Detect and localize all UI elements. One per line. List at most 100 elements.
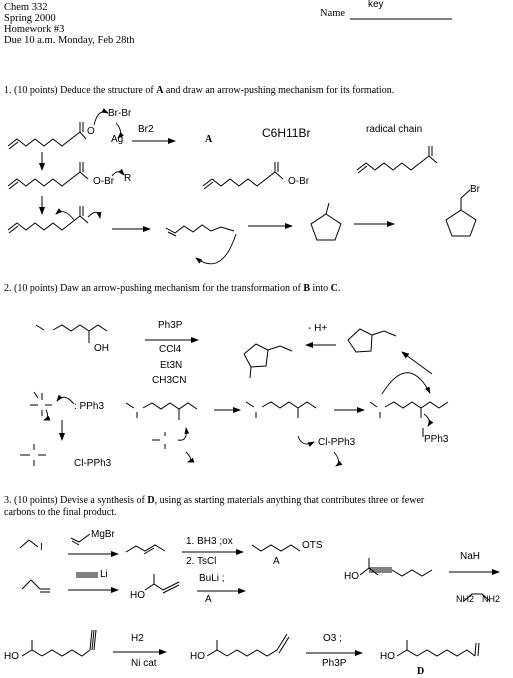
q2-ccl3-small <box>152 432 166 449</box>
q3-ho-alkyne: HO <box>344 571 359 582</box>
due-date: Due 10 a.m. Monday, Feb 28th <box>4 35 135 46</box>
q2-amino-alcohol-b <box>35 324 108 343</box>
q1-acyl-hypobromite-right <box>202 162 284 190</box>
q1-carboxylate-structure <box>7 122 87 150</box>
q3-prompt-line1: 3. (10 points) Devise a synthesis of D, … <box>4 495 425 506</box>
q1-product-chain <box>460 189 471 210</box>
q2-sn2-arrow <box>381 372 431 395</box>
q2-phosphine-attack-arrow <box>56 394 75 405</box>
q3-lithium: Li <box>100 569 108 580</box>
name-label: Name <box>320 8 346 19</box>
q1-prompt: 1. (10 points) Deduce the structure of A… <box>4 85 395 96</box>
q3-acetone <box>21 579 41 590</box>
q2-cyclization-product-arrow <box>401 351 433 375</box>
q2-oh-label: OH <box>94 343 109 354</box>
q3-butene <box>125 544 166 553</box>
q3-diamine <box>463 593 491 602</box>
q1-product-label: A <box>205 134 213 145</box>
q3-ni-cat: Ni cat <box>131 658 157 669</box>
q3-terminal-alkene <box>206 633 290 657</box>
q1-silver: Ag <box>111 134 124 145</box>
q2-minor-arrow <box>185 451 195 463</box>
q1-decarboxylation-arrow-1 <box>55 208 75 221</box>
q3-grignard: MgBr <box>91 529 115 540</box>
term: Spring 2000 <box>4 13 56 24</box>
q3-o3: O3 ; <box>323 633 342 644</box>
q2-pph3-bound: PPh3 <box>424 434 449 445</box>
q3-buli: BuLi ; <box>199 573 225 584</box>
q1-cyclopentyl-ring <box>310 213 342 241</box>
q1-carboxyl-radical-right <box>356 146 438 174</box>
q2-reagent-ph3p: Ph3P <box>158 320 183 331</box>
q1-bromide: Br <box>470 184 480 195</box>
q1-radical-r: R <box>124 173 132 184</box>
q2-pyrrolidine-c-chain <box>267 345 293 352</box>
q1-reagent: Br2 <box>138 124 154 135</box>
q2-minus-h: - H+ <box>308 323 328 334</box>
q3-vinyl-grignard <box>70 533 91 543</box>
q2-alkoxide-structure <box>245 401 317 418</box>
q3-ph3p: Ph3P <box>322 658 347 669</box>
q3-ho-aldehyde: HO <box>380 651 395 662</box>
q3-ho-terminal-alkyne: HO <box>4 651 19 662</box>
q1-acyl-hypobromite-structure <box>7 162 89 190</box>
q2-ccl3-anion <box>20 444 46 466</box>
q2-triphenylphosphine: : PPh3 <box>74 401 105 412</box>
q1-arrow-bromine-bond <box>115 122 125 139</box>
q2-pyrrolidine-c-ring <box>243 343 269 368</box>
course-name: Chem 332 <box>4 2 48 13</box>
q2-ccl-bond-arrow <box>43 409 51 421</box>
q2-ccl4-structure <box>30 391 52 416</box>
q3-butyl-tosylate-chain <box>251 544 301 552</box>
q2-pyrrolidine-c-methyl <box>249 366 252 379</box>
q1-oxygen-anion: O <box>87 126 95 137</box>
q3-internal-alkyne <box>359 558 433 577</box>
q1-bromine: Br-Br <box>108 108 132 119</box>
q1-obr-right: O-Br <box>288 176 310 187</box>
q2-reagent-ccl4: CCl4 <box>159 344 182 355</box>
q1-product-ring <box>445 209 477 237</box>
q1-cyclopentyl-methyl-bond <box>325 202 330 215</box>
q2-reagent-et3n: Et3N <box>160 360 183 371</box>
q2-deprotonate-oh-arrow <box>177 427 190 441</box>
q2-pyrrolidinium-chain <box>371 330 397 337</box>
q2-reagent-ch3cn: CH3CN <box>152 375 187 386</box>
q3-ots: OTS <box>302 540 323 551</box>
q2-oxyphosphonium-structure <box>369 401 449 418</box>
q1-radical-chain-label: radical chain <box>366 124 423 135</box>
q3-iodide: I <box>40 542 43 553</box>
q3-aldehyde-d <box>396 640 480 657</box>
q3-ho-alkene: HO <box>190 651 205 662</box>
q1-carboxyl-radical-structure <box>7 206 89 234</box>
q3-vinyl-double-bond <box>71 540 80 546</box>
name-value: key <box>368 0 384 10</box>
q3-d-label: D <box>417 666 425 677</box>
q1-decarboxylation-arrow-2 <box>87 211 102 219</box>
q3-step2: 2. TsCl <box>186 556 217 567</box>
q3-nh2-right: NH2 <box>482 594 501 604</box>
q3-terminal-alkyne <box>21 629 97 657</box>
q3-nah: NaH <box>460 551 481 562</box>
q1-radical-arrow <box>111 168 125 177</box>
q1-cyclization-arrow <box>195 233 237 265</box>
q3-propargyl-alcohol <box>144 574 180 594</box>
q3-butene-double-bond <box>143 547 155 555</box>
q2-prompt: 2. (10 points) Daw an arrow-pushing mech… <box>4 283 341 294</box>
q3-buli-a: A <box>205 594 212 605</box>
q3-a-label: A <box>273 556 280 567</box>
q2-amino-alcohol-mid-left <box>125 402 198 420</box>
q3-ho-left: HO <box>130 590 145 601</box>
q2-cl-pph3-mid: Cl-PPh3 <box>318 437 356 448</box>
q3-ethyl-iodide <box>19 539 39 549</box>
q2-co-bond-arrow <box>423 413 434 427</box>
q3-nh2-left: NH2 <box>456 594 475 604</box>
q3-prompt-line2: carbons to the final product. <box>4 507 117 518</box>
assignment-title: Homework #3 <box>4 24 65 35</box>
q2-alkoxide-attack-arrow <box>297 435 315 447</box>
q2-chloride-leaving-arrow <box>333 451 343 467</box>
q3-h2: H2 <box>131 633 144 644</box>
q2-cl-pph3-left: Cl-PPh3 <box>74 458 112 469</box>
q3-step1: 1. BH3 ;ox <box>186 536 233 547</box>
q2-pyrrolidinium-ring <box>347 328 373 353</box>
